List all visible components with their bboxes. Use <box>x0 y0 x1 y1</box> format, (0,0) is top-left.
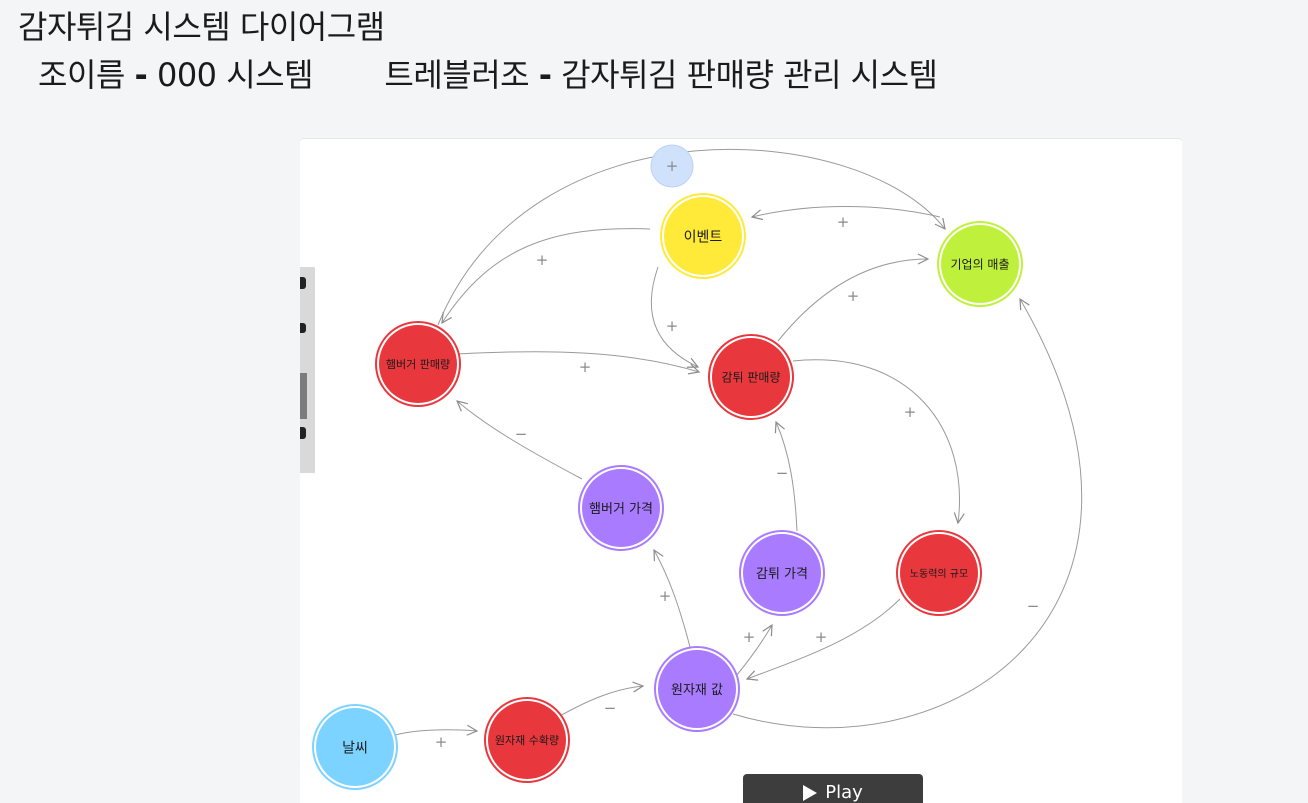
node-sales[interactable]: 기업의 매출 <box>937 221 1023 307</box>
link-burger-sales-to-fries-sales[interactable] <box>457 351 699 372</box>
link-labor-to-material-price[interactable] <box>747 598 901 679</box>
link-material-price-to-fries-price[interactable] <box>735 625 772 677</box>
polarity-label: − <box>1027 597 1040 615</box>
polarity-label: + <box>579 358 592 376</box>
play-icon[interactable] <box>803 785 818 801</box>
diagram-canvas[interactable]: + + + + + + + − − + + + − − + + 이벤트 <box>300 138 1182 803</box>
node-burger-sales[interactable]: 햄버거 판매량 <box>375 321 461 407</box>
polarity-label: + <box>847 287 860 305</box>
polarity-label: + <box>666 317 679 335</box>
polarity-label: + <box>659 587 672 605</box>
node-weather[interactable]: 날씨 <box>312 704 398 790</box>
polarity-label: + <box>904 403 917 421</box>
team-label: 조이름 <box>38 56 125 94</box>
polarity-label: − <box>604 699 617 717</box>
node-material-price[interactable]: 원자재 값 <box>654 646 740 732</box>
polarity-label: + <box>743 628 756 646</box>
page-title: 감자튀김 시스템 다이어그램 <box>18 8 385 46</box>
link-fries-price-to-fries-sales[interactable] <box>776 422 798 532</box>
link-harvest-to-material-price[interactable] <box>557 686 643 718</box>
causal-loop-diagram[interactable]: + + + + + + + − − + + + − − + + 이벤트 <box>300 139 1182 803</box>
group-value: 감자튀김 판매량 관리 시스템 <box>561 56 938 94</box>
node-label: 감튀 가격 <box>756 567 808 582</box>
node-label: 기업의 매출 <box>950 258 1009 272</box>
play-button[interactable]: Play <box>743 774 923 803</box>
node-labor[interactable]: 노동력의 규모 <box>896 530 982 616</box>
polarity-label: + <box>536 251 549 269</box>
play-label: Play <box>825 782 863 803</box>
node-label: 햄버거 판매량 <box>386 358 450 371</box>
node-fries-price[interactable]: 감튀 가격 <box>739 530 825 616</box>
tool-slot[interactable] <box>300 373 307 419</box>
node-label: 원자재 수확량 <box>495 734 559 747</box>
link-material-price-to-sales[interactable] <box>732 299 1083 729</box>
link-burger-sales-to-sales[interactable] <box>437 148 945 326</box>
node-harvest[interactable]: 원자재 수확량 <box>484 697 570 783</box>
node-label: 노동력의 규모 <box>910 568 968 580</box>
polarity-label: − <box>515 425 528 443</box>
node-burger-price[interactable]: 햄버거 가격 <box>578 465 664 551</box>
team-value: 000 시스템 <box>156 56 314 94</box>
node-label: 원자재 값 <box>671 683 723 698</box>
link-sales-to-event[interactable] <box>752 206 941 218</box>
link-weather-to-harvest[interactable] <box>394 730 477 735</box>
link-material-price-to-burger-price[interactable] <box>654 550 691 648</box>
node-label: 이벤트 <box>684 229 723 245</box>
group-label: 트레블러조 <box>384 56 530 94</box>
node-label: 날씨 <box>342 740 368 756</box>
link-fries-sales-to-labor[interactable] <box>792 359 960 523</box>
links-layer <box>394 148 1083 735</box>
pin-icon[interactable] <box>300 277 306 289</box>
link-event-to-fries-sales[interactable] <box>650 266 698 367</box>
link-fries-sales-to-sales[interactable] <box>777 259 928 342</box>
node-label: 감튀 판매량 <box>721 371 780 385</box>
tool-icon[interactable] <box>300 323 306 333</box>
polarity-label: + <box>435 733 448 751</box>
subtitle-row: 조이름 - 000 시스템 트레블러조 - 감자튀김 판매량 관리 시스템 <box>38 50 938 96</box>
polarity-label: − <box>776 464 789 482</box>
add-node-marker[interactable]: + <box>650 144 694 188</box>
node-event[interactable]: 이벤트 <box>660 193 746 279</box>
link-icon[interactable] <box>300 427 306 439</box>
link-burger-sales-to-event[interactable] <box>442 228 651 323</box>
team-separator: - <box>134 56 148 94</box>
polarity-label: + <box>815 628 828 646</box>
node-label: 햄버거 가격 <box>589 501 653 517</box>
polarity-layer: + + + + + + + − − + + + − − + <box>435 155 1040 751</box>
group-separator: - <box>538 56 552 94</box>
polarity-label: + <box>837 213 850 231</box>
link-burger-price-to-burger-sales[interactable] <box>457 401 583 480</box>
node-fries-sales[interactable]: 감튀 판매량 <box>708 334 794 420</box>
nodes-layer: 이벤트 기업의 매출 햄버거 판매량 감튀 판매량 햄버거 가격 감튀 가격 <box>312 193 1023 790</box>
add-icon[interactable]: + <box>666 157 679 175</box>
side-toolbar[interactable] <box>300 267 315 473</box>
